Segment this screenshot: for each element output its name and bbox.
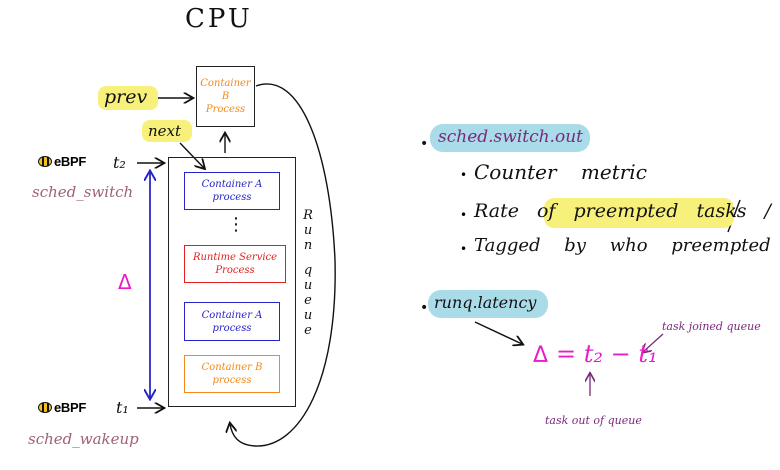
sub-bullet-2: • bbox=[460, 208, 468, 222]
bullet-sched-switch-out: • bbox=[420, 136, 429, 152]
runq-latency-highlight bbox=[428, 290, 548, 318]
prev-label: prev bbox=[104, 86, 148, 108]
sub-bullet-1: • bbox=[460, 168, 468, 182]
tagged-by-text: Tagged by who preempted bbox=[474, 235, 771, 256]
t1-label: t₁ bbox=[116, 398, 129, 417]
sub-bullet-3: • bbox=[460, 242, 468, 256]
sched-switch-label: sched_switch bbox=[32, 183, 134, 201]
formula-delta: Δ bbox=[533, 343, 549, 368]
queue-ellipsis: ⋮ bbox=[227, 214, 245, 235]
t2-label: t₂ bbox=[113, 153, 126, 172]
bee-icon bbox=[38, 402, 52, 413]
runq-arrow bbox=[474, 321, 522, 344]
sched-switch-out-highlight bbox=[430, 124, 590, 152]
counter-metric-text: Counter metric bbox=[474, 160, 647, 184]
delta-symbol: Δ bbox=[118, 270, 132, 294]
formula-text: = t₂ − t₁ bbox=[556, 340, 658, 368]
next-highlight bbox=[142, 120, 192, 142]
next-label: next bbox=[148, 122, 182, 140]
runq-latency-name: runq.latency bbox=[434, 293, 537, 312]
ebpf-logo-top: eBPF bbox=[38, 154, 86, 169]
task-joined-note: task joined queue bbox=[662, 320, 761, 333]
run-queue-box bbox=[168, 157, 296, 407]
loop-back-path bbox=[230, 83, 336, 447]
next-arrow bbox=[179, 142, 204, 168]
preempted-highlight bbox=[544, 198, 734, 228]
bee-icon bbox=[38, 156, 52, 167]
joined-arrow bbox=[643, 333, 664, 352]
cpu-title: CPU bbox=[185, 4, 253, 34]
rate-preempted-text: Rate of preempted tasks / se bbox=[474, 200, 780, 222]
prev-highlight bbox=[98, 86, 158, 110]
cpu-container-b-box: Container B Process bbox=[196, 66, 255, 127]
sched-wakeup-label: sched_wakeup bbox=[28, 430, 139, 448]
task-out-note: task out of queue bbox=[545, 414, 642, 427]
ebpf-logo-bottom: eBPF bbox=[38, 400, 86, 415]
bullet-runq-latency: • bbox=[420, 300, 429, 316]
run-queue-label: R u n q u e u e bbox=[303, 208, 313, 338]
sched-switch-out-name: sched.switch.out bbox=[438, 127, 583, 147]
